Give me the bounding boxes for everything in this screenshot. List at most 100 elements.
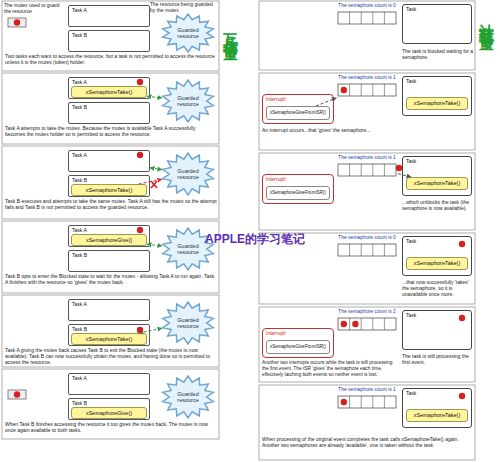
resource-star: Guarded resource: [162, 153, 214, 195]
task-box: Task A: [68, 5, 150, 27]
queue-cell: [384, 84, 385, 96]
queue-cell: [361, 12, 362, 24]
resource-label: Guarded resource: [162, 317, 214, 330]
task-label: Task: [403, 237, 471, 245]
panel-frame: [259, 73, 475, 150]
count-label: The semaphore count is 2: [336, 308, 398, 314]
queue-bar: [337, 317, 397, 331]
api-call: xSemaphoreTake(): [86, 336, 132, 342]
queue-cell: [384, 318, 385, 330]
panel-frame: [259, 385, 475, 460]
task-label: Task B: [69, 251, 149, 259]
resource-star: Guarded resource: [162, 80, 214, 122]
count-label: The semaphore count is 1: [336, 154, 398, 160]
queue-cell: [372, 164, 373, 176]
queue-bar: [338, 396, 396, 408]
queue-cell: [349, 164, 350, 176]
task-label: Task A: [69, 78, 149, 86]
task-box: Task BxSemaphoreGive(): [68, 398, 150, 420]
resource-outline: [163, 153, 214, 195]
queue-bar: [337, 395, 397, 409]
mutex-token: [14, 391, 20, 397]
caption-note: Task B opts to enter the Blocked state t…: [5, 273, 217, 285]
caption-note: The mutex used to guard the resource: [4, 2, 64, 14]
queue-cell: [361, 318, 362, 330]
panel-frame: [2, 369, 219, 439]
task-box: Task B: [68, 30, 150, 52]
isr-call-box: xSemaphoreGiveFromISR(): [266, 106, 330, 120]
queue-cell: [349, 318, 350, 330]
queue-cell: [372, 318, 373, 330]
caption-note: Another two interrupts occurs while the …: [262, 360, 400, 377]
task-label: Task B: [69, 325, 149, 333]
task-label: Task B: [69, 103, 149, 111]
api-call-box: xSemaphoreGive(): [71, 407, 147, 419]
task-box: Task B xSemaphoreTake(): [68, 175, 150, 197]
resource-outline: [163, 80, 214, 122]
resource-label: Guarded resource: [162, 27, 214, 40]
access-connector: [139, 179, 162, 184]
task-label: Task B: [69, 399, 149, 407]
api-call-box: xSemaphoreTake(): [406, 409, 468, 422]
task-box: TaskxSemaphoreTake(): [402, 156, 472, 196]
interrupt-label: Interrupt!: [263, 175, 333, 183]
panel-frame: [259, 307, 475, 382]
caption-note: When Task B finishes accessing the resou…: [5, 421, 217, 433]
semaphore-token: [459, 315, 465, 321]
caption-note: Task A giving the mutex back causes Task…: [5, 347, 217, 365]
isr-call-box: xSemaphoreGiveFromISR(): [266, 340, 330, 354]
api-call-box: xSemaphoreTake(): [406, 177, 468, 190]
queue-cell: [349, 12, 350, 24]
api-call: xSemaphoreGiveFromISR(): [270, 345, 326, 350]
queue-bar: [337, 11, 397, 25]
task-label: Task A: [69, 300, 149, 308]
task-box: Task B: [68, 250, 150, 272]
queue-bar: [338, 164, 396, 176]
semaphore-token: [341, 321, 347, 327]
access-connector: [316, 98, 336, 106]
queue-bar: [337, 243, 397, 257]
panel-frame: [2, 73, 219, 144]
resource-outline: [163, 376, 214, 418]
queue-cell: [361, 244, 362, 256]
mutex-token: [137, 79, 143, 85]
semaphore-queue: The semaphore count is 2: [336, 308, 398, 332]
task-box: Task: [402, 310, 472, 350]
queue-cell: [372, 84, 373, 96]
api-call: xSemaphoreTake(): [86, 187, 132, 193]
interrupt-box: Interrupt!xSemaphoreGiveFromISR(): [262, 328, 334, 358]
queue-cell: [349, 244, 350, 256]
count-label: The semaphore count is 0: [336, 2, 398, 8]
resource-outline: [163, 302, 214, 344]
count-label: The semaphore count is 1: [336, 386, 398, 392]
api-call-box: xSemaphoreTake(): [406, 97, 468, 110]
interrupt-label: Interrupt!: [263, 95, 333, 103]
semaphore-queue: The semaphore count is 1: [336, 154, 398, 178]
task-label: Task B: [69, 176, 149, 184]
count-label: The semaphore count is 1: [336, 74, 398, 80]
task-label: Task: [403, 389, 471, 397]
caption-note: When processing of the original event co…: [262, 436, 472, 448]
api-call: xSemaphoreTake(): [86, 89, 132, 95]
access-connector: [398, 174, 411, 177]
semaphore-token: [459, 393, 465, 399]
task-box: Task A: [68, 299, 150, 321]
panel-frame: [2, 295, 219, 367]
task-box: Task B: [68, 102, 150, 124]
isr-call-box: xSemaphoreGiveFromISR(): [266, 186, 330, 200]
panel-frame: [259, 153, 475, 230]
queue-bar: [338, 84, 396, 96]
semaphore-queue: The semaphore count is 0: [336, 234, 398, 258]
caption-note: ...which unblocks the task (the semaphor…: [402, 199, 474, 211]
resource-label: Guarded resource: [162, 391, 214, 404]
api-call: xSemaphoreGiveFromISR(): [270, 191, 326, 196]
api-call-box: xSemaphoreTake(): [71, 184, 147, 196]
task-label: Task B: [69, 31, 149, 39]
queue-bar: [338, 244, 396, 256]
caption-note: An interrupt occurs...that 'gives' the s…: [262, 127, 372, 133]
queue-cell: [349, 84, 350, 96]
caption-note: The resource being guarded by the mutex: [150, 1, 218, 13]
queue-cell: [384, 12, 385, 24]
queue-cell: [372, 396, 373, 408]
